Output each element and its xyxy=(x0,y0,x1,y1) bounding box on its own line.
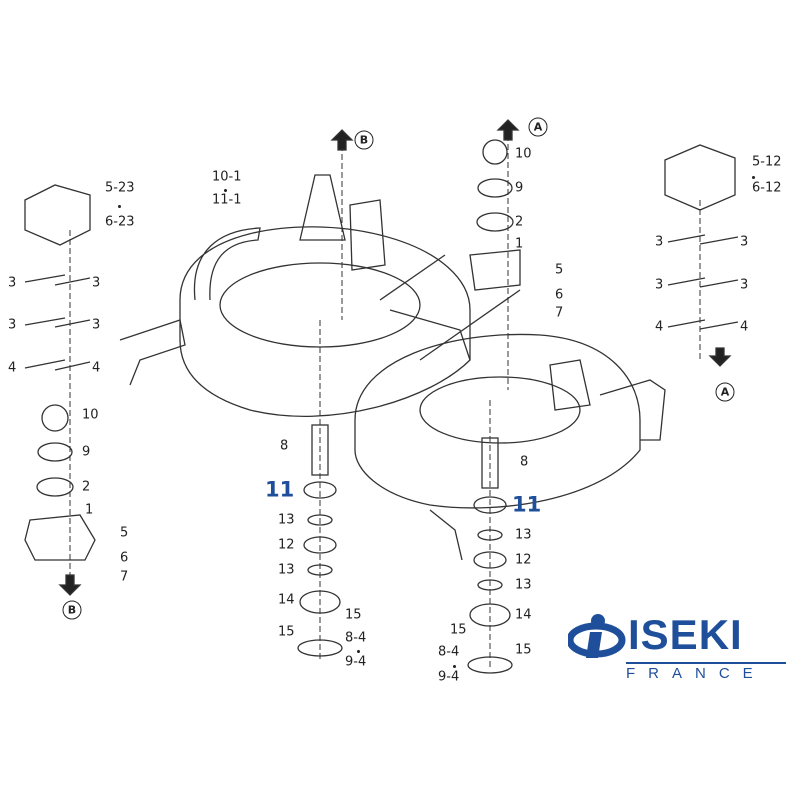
left-handle xyxy=(193,227,261,301)
part-number-label: 8 xyxy=(520,454,529,470)
arrow-a-center xyxy=(496,119,520,141)
part-number-label: 3 xyxy=(655,277,664,293)
part-number-label: 8 xyxy=(280,438,289,454)
left-side-arm xyxy=(119,319,186,386)
part-number-label: 6 xyxy=(120,550,129,566)
view-reference-marker: B xyxy=(354,130,374,150)
part-number-label: 9 xyxy=(82,444,91,460)
clips-right xyxy=(667,234,739,330)
part-number-label: 8-4 xyxy=(345,630,367,646)
part-number-label: 6-23 xyxy=(105,214,135,230)
view-reference-marker: A xyxy=(715,382,735,402)
part-number-label: 8-4 xyxy=(438,644,460,660)
part-number-label: 3 xyxy=(655,234,664,250)
housing-left xyxy=(24,514,96,561)
label-separator-dot xyxy=(118,205,121,208)
part-number-label: 9-4 xyxy=(438,669,460,685)
snap-ring-left xyxy=(41,404,69,432)
oring-left xyxy=(36,477,74,497)
part-number-label: 3 xyxy=(92,275,101,291)
part-number-label: 5 xyxy=(555,262,564,278)
part-number-label: 13 xyxy=(515,577,532,593)
part-number-label: 1 xyxy=(515,236,524,252)
bearing-11-left xyxy=(303,481,337,499)
arrow-b-center xyxy=(330,129,354,151)
part-number-label: 4 xyxy=(655,319,664,335)
spindle-shaft-left xyxy=(311,424,329,476)
part-number-label: 4 xyxy=(740,319,749,335)
part-number-label: 15 xyxy=(278,624,295,640)
part-number-label: 9-4 xyxy=(345,654,367,670)
left-deck-housing xyxy=(179,226,471,417)
arrow-a-right xyxy=(708,347,732,367)
logo-wordmark: ISEKI xyxy=(628,611,743,658)
part-number-label: 2 xyxy=(82,479,91,495)
part-number-label: 1 xyxy=(85,502,94,518)
part-number-label: 11 xyxy=(265,477,295,502)
part-number-label: 3 xyxy=(740,234,749,250)
bearing-left xyxy=(37,442,73,462)
part-number-label: 3 xyxy=(8,275,17,291)
label-separator-dot xyxy=(357,650,360,653)
view-reference-marker: A xyxy=(528,117,548,137)
part-number-label: 12 xyxy=(515,552,532,568)
part-number-label: 11-1 xyxy=(212,192,242,208)
left-bracket xyxy=(349,199,386,271)
part-number-label: 3 xyxy=(740,277,749,293)
part-number-label: 5-23 xyxy=(105,180,135,196)
label-separator-dot xyxy=(453,665,456,668)
view-reference-marker: B xyxy=(62,600,82,620)
right-bracket xyxy=(549,359,591,411)
part-number-label: 15 xyxy=(345,607,362,623)
right-lower-arm xyxy=(429,509,463,561)
part-number-label: 5-12 xyxy=(752,154,782,170)
part-number-label: 3 xyxy=(8,317,17,333)
part-number-label: 6-12 xyxy=(752,180,782,196)
part-number-label: 3 xyxy=(92,317,101,333)
gearbox-right xyxy=(664,144,736,211)
logo-subtitle: FRANCE xyxy=(626,665,766,682)
part-number-label: 7 xyxy=(555,305,564,321)
right-side-arm xyxy=(599,379,666,441)
label-separator-dot xyxy=(752,176,755,179)
part-number-label: 13 xyxy=(278,512,295,528)
part-number-label: 5 xyxy=(120,525,129,541)
part-number-label: 15 xyxy=(450,622,467,638)
part-number-label: 7 xyxy=(120,569,129,585)
part-number-label: 10 xyxy=(515,146,532,162)
part-number-label: 4 xyxy=(8,360,17,376)
part-number-label: 6 xyxy=(555,287,564,303)
iseki-france-logo: ISEKI FRANCE xyxy=(566,611,790,682)
part-number-label: 14 xyxy=(515,607,532,623)
part-number-label: 13 xyxy=(515,527,532,543)
arrow-b-left xyxy=(58,574,82,596)
part-number-label: 9 xyxy=(515,180,524,196)
part-number-label: 15 xyxy=(515,642,532,658)
part-number-label: 12 xyxy=(278,537,295,553)
part-number-label: 13 xyxy=(278,562,295,578)
part-number-label: 14 xyxy=(278,592,295,608)
part-number-label: 2 xyxy=(515,214,524,230)
part-number-label: 10-1 xyxy=(212,169,242,185)
gearbox-left xyxy=(24,184,91,246)
clips-left xyxy=(24,274,91,371)
left-spindle-mount xyxy=(299,174,346,241)
assembly-axis-lines xyxy=(69,135,701,670)
label-separator-dot xyxy=(224,189,227,192)
part-number-label: 4 xyxy=(92,360,101,376)
iseki-emblem-icon xyxy=(566,614,626,658)
logo-rule xyxy=(626,662,786,664)
part-number-label: 10 xyxy=(82,407,99,423)
right-deck-opening xyxy=(419,376,581,444)
part-number-label: 11 xyxy=(512,492,542,517)
center-link xyxy=(379,254,521,361)
